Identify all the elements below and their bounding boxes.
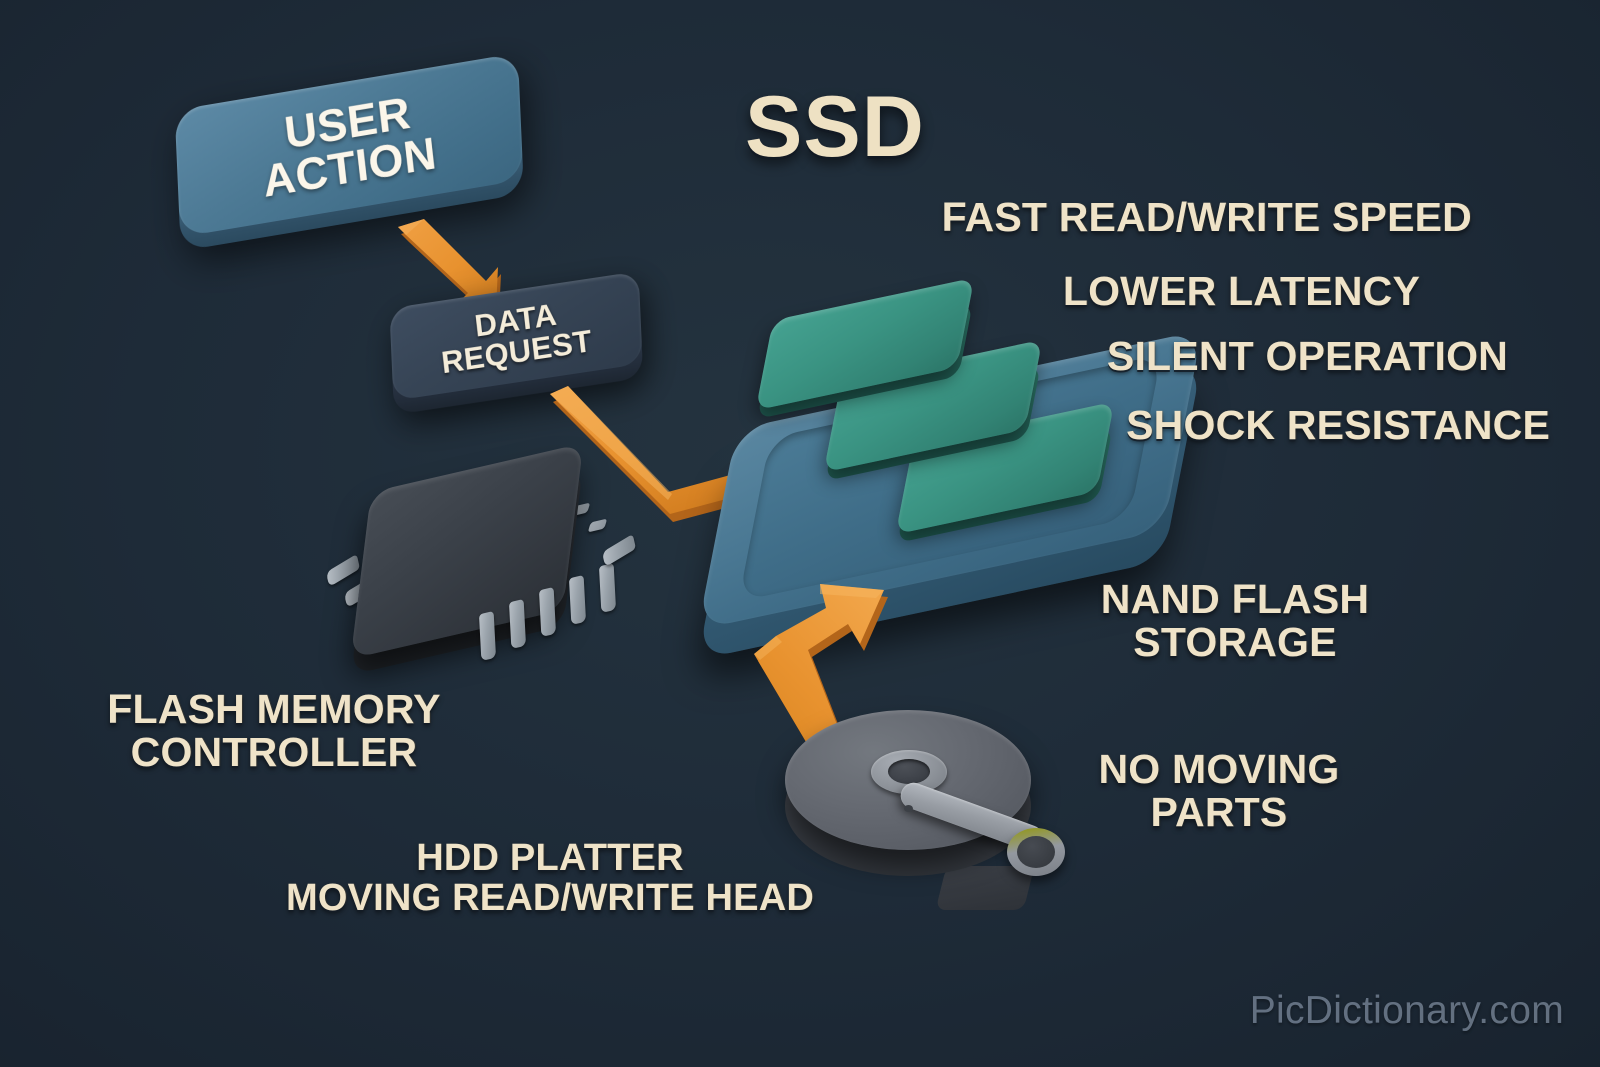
- integrated-circuit-icon: [320, 443, 640, 675]
- chip-pin: [587, 518, 608, 533]
- chip-pin: [568, 574, 587, 626]
- hdd-base-block: [935, 866, 1035, 910]
- chip-pin: [325, 553, 361, 588]
- feature-label-lower-latency: LOWER LATENCY: [1062, 268, 1420, 314]
- component-label-hdd-platter: HDD PLATTER MOVING READ/WRITE HEAD: [280, 838, 820, 919]
- page-title: SSD: [745, 79, 925, 175]
- no-moving-parts-line1: NO MOVING: [1098, 746, 1340, 792]
- flash-controller-line2: CONTROLLER: [130, 729, 418, 776]
- feature-label-fast-read-write-speed: FAST READ/WRITE SPEED: [941, 194, 1472, 240]
- no-moving-parts-line2: PARTS: [1150, 789, 1288, 836]
- chip-pin: [601, 533, 637, 568]
- chip-pin: [538, 586, 557, 638]
- component-label-flash-memory-controller: FLASH MEMORY CONTROLLER: [104, 686, 444, 776]
- nand-label-line1: NAND FLASH: [1100, 576, 1370, 622]
- component-label-nand-flash-storage: NAND FLASH STORAGE: [1090, 576, 1380, 666]
- nand-label-line2: STORAGE: [1133, 619, 1337, 666]
- hdd-platter-icon: [785, 700, 1075, 930]
- arm-pivot: [904, 805, 913, 812]
- arrow-up-right-bend-icon: [754, 584, 888, 769]
- data-request-label-line2: REQUEST: [439, 322, 594, 381]
- nand-chip-icon: [755, 277, 975, 419]
- arrow-down-right-icon: [398, 219, 501, 316]
- feature-label-silent-operation: SILENT OPERATION: [1106, 333, 1508, 379]
- chip-pin: [478, 610, 497, 662]
- platter-hub-inner: [888, 759, 930, 784]
- chip-pin: [598, 562, 617, 614]
- hdd-label-line2: MOVING READ/WRITE HEAD: [286, 877, 814, 920]
- chip-pin: [508, 598, 527, 650]
- read-write-head: [1017, 836, 1055, 868]
- component-label-no-moving-parts: NO MOVING PARTS: [1093, 746, 1345, 836]
- feature-label-shock-resistance: SHOCK RESISTANCE: [1126, 402, 1550, 448]
- flash-controller-line1: FLASH MEMORY: [107, 686, 441, 732]
- watermark: PicDictionary.com: [1249, 989, 1564, 1032]
- hdd-label-line1: HDD PLATTER: [416, 837, 684, 879]
